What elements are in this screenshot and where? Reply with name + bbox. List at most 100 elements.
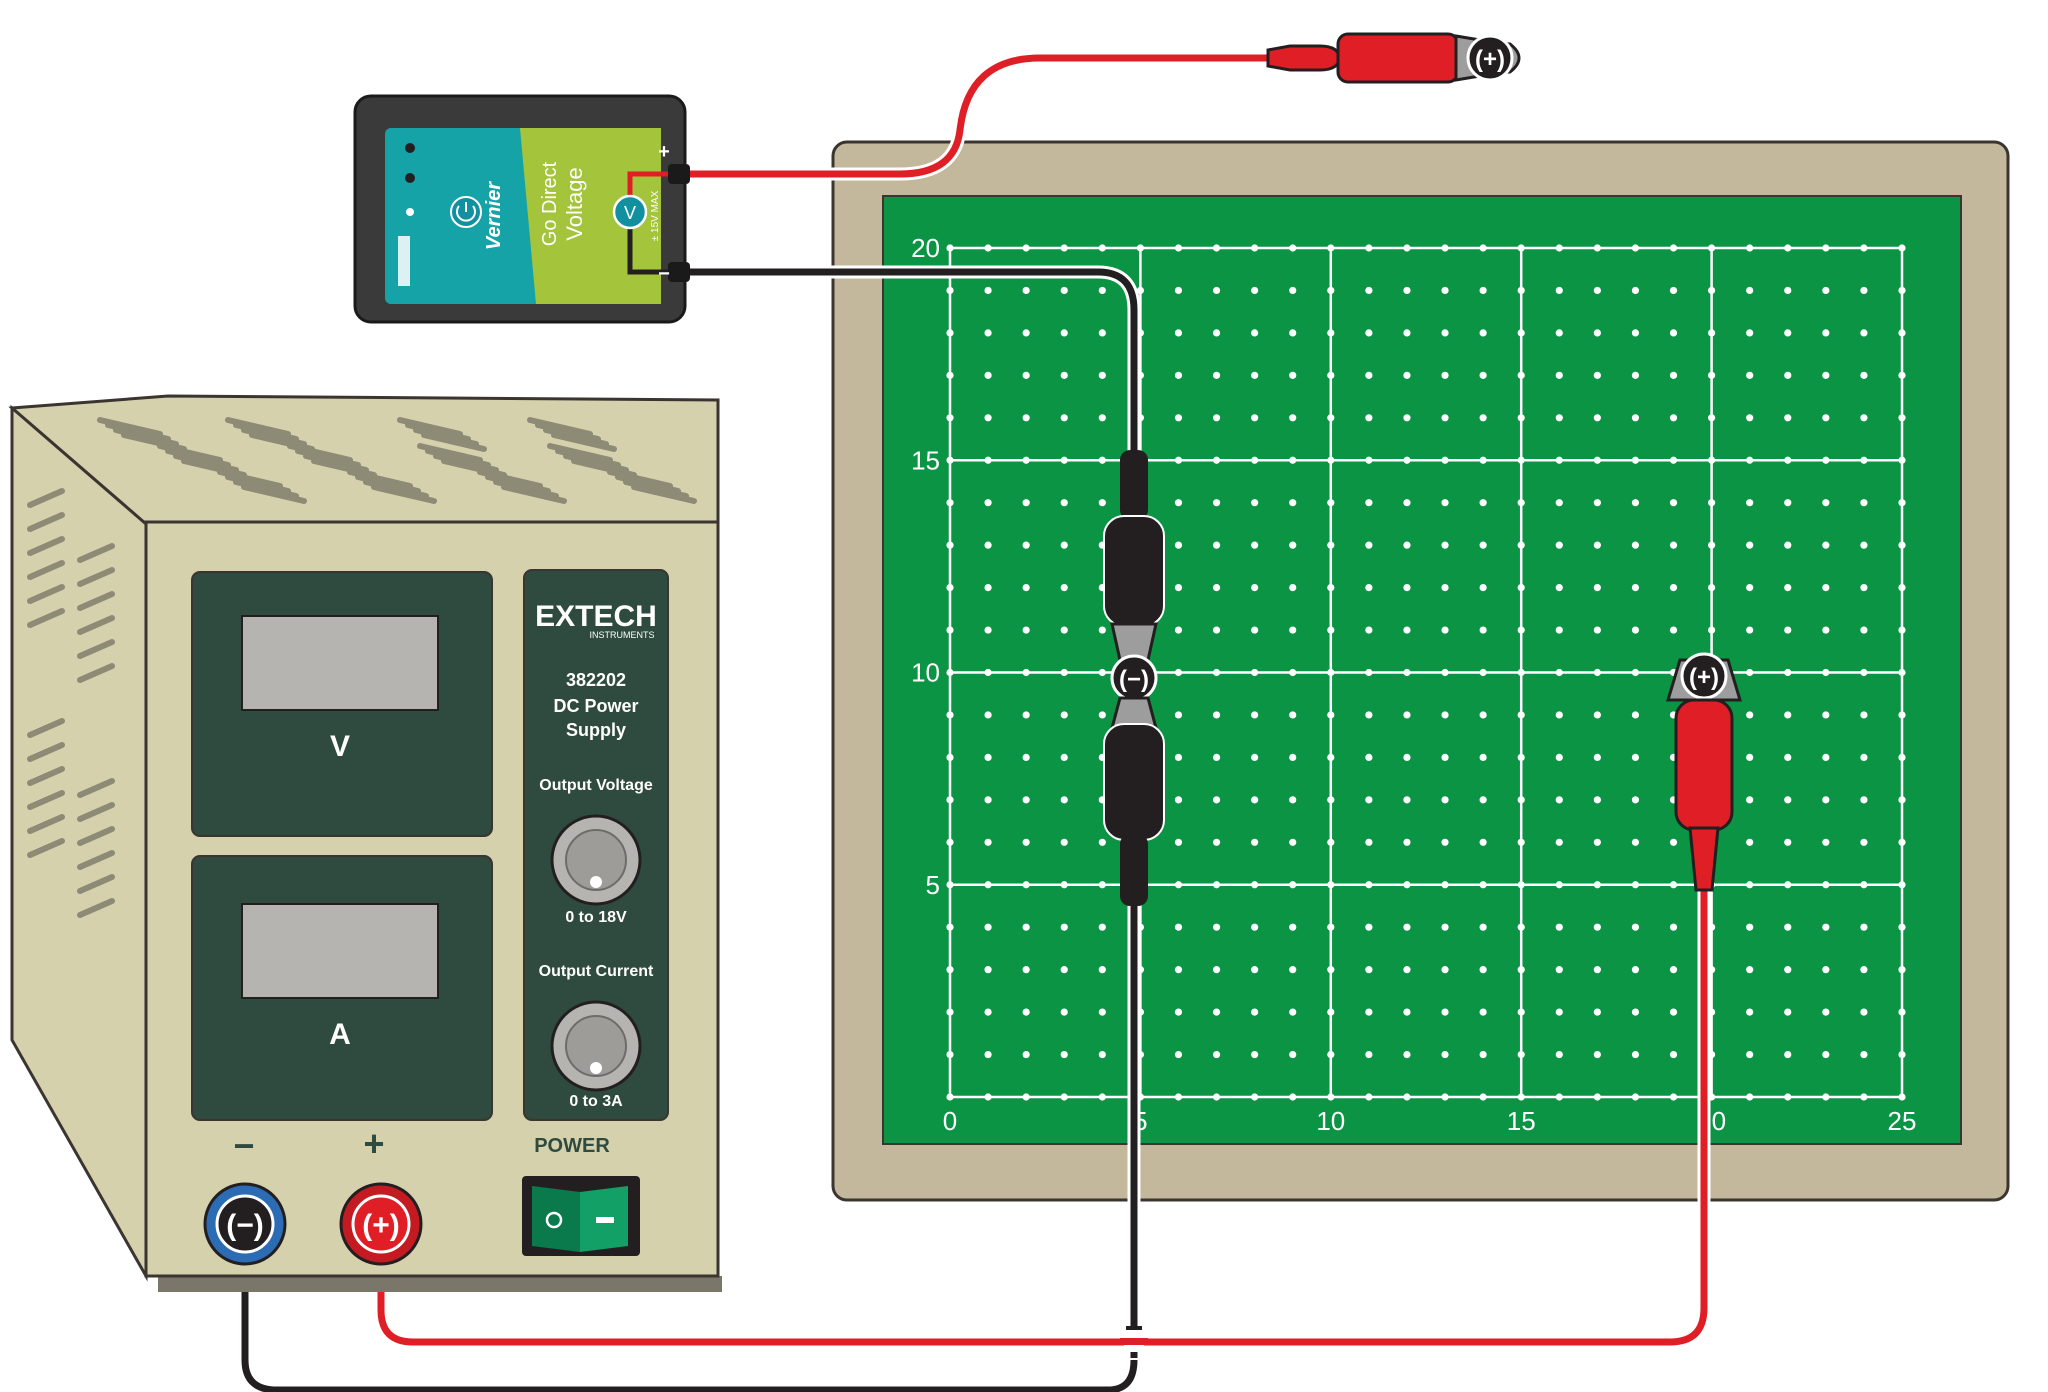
board-dot <box>946 796 954 804</box>
board-dot <box>1631 541 1640 549</box>
board-dot <box>1365 881 1373 889</box>
sensor-plus-mark: + <box>658 141 670 163</box>
board-dot <box>1593 711 1601 719</box>
board-dot <box>1251 753 1259 762</box>
voltage-sensor[interactable]: Vernier Go Direct Voltage V ± 15V MAX + … <box>353 94 690 324</box>
board-dot <box>1060 626 1068 634</box>
top-positive-clip[interactable]: (+) <box>1266 32 1521 84</box>
board-dot <box>1822 371 1830 379</box>
board-dot <box>1860 711 1868 719</box>
board-dot <box>1898 711 1906 719</box>
side-vent-slot <box>27 814 65 834</box>
board-dot <box>1898 541 1906 549</box>
board-dot <box>1022 881 1030 889</box>
board-dot <box>1365 371 1373 379</box>
board-dot <box>1098 668 1106 677</box>
board-dot <box>1555 329 1563 337</box>
board-dot <box>1669 541 1678 549</box>
current-knob-inner <box>565 1015 627 1077</box>
top-clip-label: (+) <box>1475 46 1505 73</box>
y-tick-label: 10 <box>911 658 940 688</box>
board-dot <box>1022 499 1030 507</box>
board-dot <box>1669 329 1678 337</box>
top-vent-slot <box>303 453 369 473</box>
board-positive-clip[interactable]: (+) <box>1665 652 1743 892</box>
board-dot <box>1060 456 1068 464</box>
side-vent-slot <box>77 567 115 587</box>
board-dot <box>1251 923 1259 931</box>
board-dot <box>1860 1050 1868 1059</box>
side-vent-slot <box>27 742 65 762</box>
board-dot <box>1517 1093 1525 1101</box>
board-dot <box>1517 881 1525 889</box>
positive-terminal-cap <box>351 1194 411 1254</box>
voltage-display-screen <box>241 615 439 711</box>
board-dot <box>1327 1008 1335 1016</box>
top-vent-slot <box>607 469 673 489</box>
board-dot <box>984 584 992 592</box>
board-dot <box>1327 711 1335 719</box>
positive-terminal[interactable]: (+) <box>339 1182 423 1266</box>
board-dot <box>1898 244 1906 252</box>
board-dot <box>1860 1093 1868 1101</box>
board-dot <box>1403 838 1411 846</box>
board-dot <box>1517 499 1525 507</box>
board-dot <box>984 1050 992 1059</box>
output-current-knob[interactable] <box>550 1000 642 1092</box>
top-vent-slot <box>295 448 361 468</box>
board-dot <box>1212 668 1221 677</box>
board-dot <box>1098 456 1106 464</box>
sensor-probe-trace-red <box>627 171 668 200</box>
negative-terminal[interactable]: (−) <box>203 1182 287 1266</box>
board-dot <box>1212 456 1221 464</box>
board-dot <box>1365 1093 1373 1101</box>
board-dot-array <box>946 244 1906 1101</box>
output-voltage-knob[interactable] <box>550 814 642 906</box>
board-dot <box>1174 584 1183 592</box>
board-dot <box>1289 1093 1297 1101</box>
board-dot <box>1251 881 1259 889</box>
board-dot <box>1479 244 1487 252</box>
board-dot <box>1784 966 1792 974</box>
board-dot <box>1784 371 1792 379</box>
power-switch[interactable] <box>522 1176 640 1256</box>
board-dot <box>1898 838 1906 846</box>
board-dot <box>1327 881 1335 889</box>
board-dot <box>1251 414 1259 422</box>
board-dot <box>1289 626 1297 634</box>
pos-clip-grip <box>1674 698 1734 832</box>
board-dot <box>1555 286 1563 295</box>
board-negative-clip[interactable]: (−) <box>1103 450 1165 906</box>
wire-crossing-red <box>1120 1338 1148 1345</box>
board-dot <box>1441 923 1449 931</box>
board-dot <box>1098 838 1106 846</box>
board-dot <box>1479 329 1487 337</box>
top-vent-slot <box>347 469 413 489</box>
negative-terminal-cap <box>215 1194 275 1254</box>
board-dot <box>1898 499 1906 507</box>
board-dot <box>1593 881 1601 889</box>
board-dot <box>1327 371 1335 379</box>
negative-sign: − <box>233 1125 254 1166</box>
top-vent-slot <box>547 443 613 463</box>
board-dot <box>1403 329 1411 337</box>
board-dot <box>1022 414 1030 422</box>
board-dot <box>1860 456 1868 464</box>
board-dot <box>1898 329 1906 337</box>
board-dot <box>1251 329 1259 337</box>
supply-side-vents <box>27 488 115 918</box>
board-dot <box>946 414 954 422</box>
board-dot <box>1479 626 1487 634</box>
board-dot <box>1365 584 1373 592</box>
board-dot <box>1822 1050 1830 1059</box>
output-current-range: 0 to 3A <box>569 1093 623 1110</box>
top-vent-slot <box>527 417 593 437</box>
board-dot <box>1441 1008 1449 1016</box>
positive-terminal-label: (+) <box>362 1209 400 1242</box>
board-dot <box>1860 499 1868 507</box>
board-dot <box>1327 753 1335 762</box>
board-dot <box>1860 838 1868 846</box>
board-dot <box>984 753 992 762</box>
neg-clip-label: (−) <box>1119 666 1149 693</box>
